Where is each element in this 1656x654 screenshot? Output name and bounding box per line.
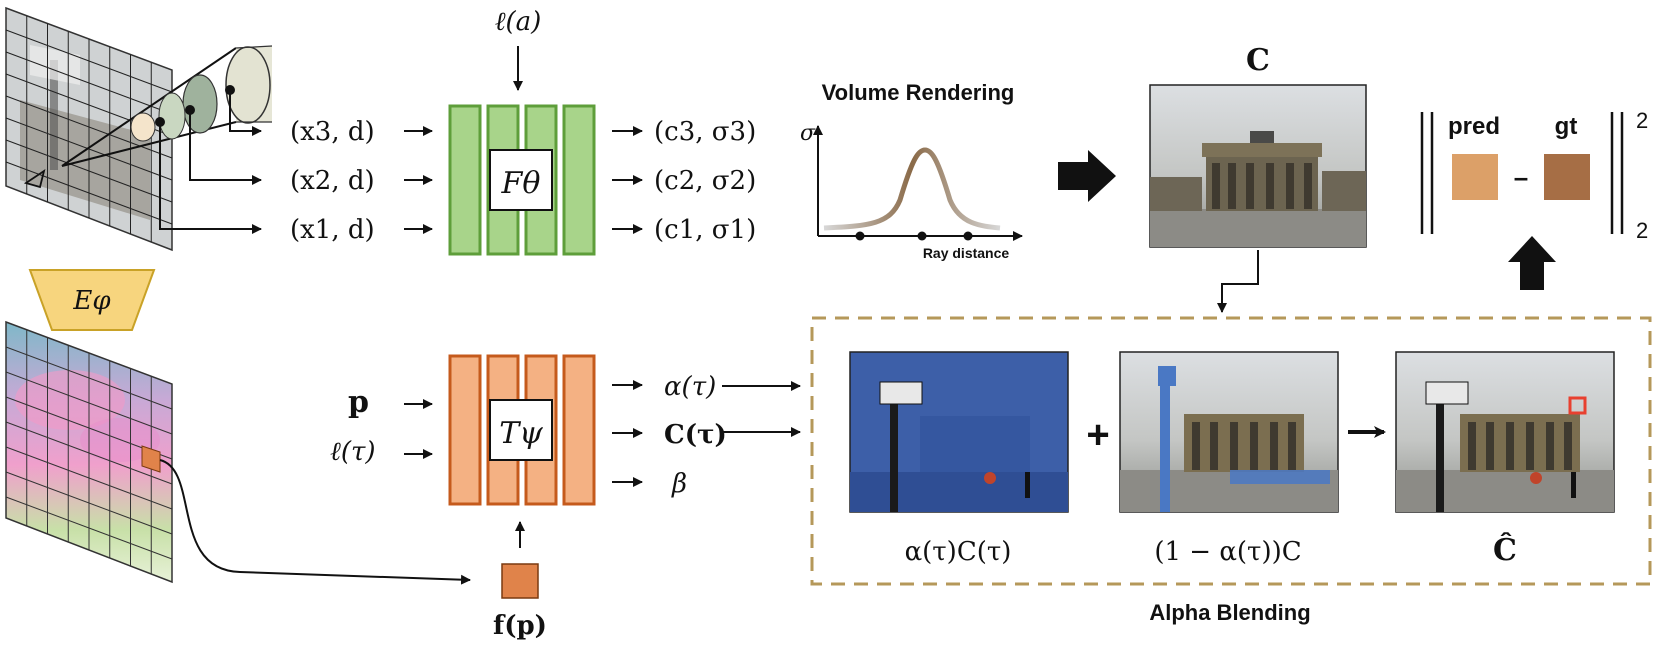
transient-color-output: C(τ)	[664, 420, 727, 450]
input-image-grid	[5, 6, 173, 252]
right-arrow-icon	[1058, 150, 1116, 202]
transient-embedding-input: ℓ(τ)	[330, 437, 376, 467]
T-psi-label: Tψ	[499, 416, 543, 451]
norm-exponent: 2	[1636, 108, 1648, 133]
render-to-blend-arrow	[1217, 250, 1259, 313]
plus-icon: +	[1086, 413, 1109, 457]
transient-network-T-psi: Tψ	[448, 354, 596, 506]
transient-inputs: p ℓ(τ)	[330, 385, 433, 467]
transient-component-image	[849, 351, 1069, 513]
transient-outputs: α(τ) C(τ) β	[612, 372, 801, 499]
frustum-near	[130, 112, 156, 142]
feature-input: f(p)	[493, 521, 547, 641]
appearance-embedding-label: ℓ(a)	[495, 7, 542, 37]
static-outputs: (c3, σ3) (c2, σ2) (c1, σ1)	[612, 117, 756, 245]
feature-map-grid	[5, 320, 471, 585]
static-component-image	[1119, 351, 1339, 513]
volume-rendering-title: Volume Rendering	[822, 80, 1015, 105]
frustum-mid2	[158, 92, 186, 140]
alpha-blending-title: Alpha Blending	[1149, 600, 1310, 625]
static-output-3: (c3, σ3)	[654, 117, 756, 147]
static-output-1: (c1, σ1)	[654, 215, 756, 245]
rendered-image-C: C	[1149, 43, 1367, 313]
static-inputs: (x3, d) (x2, d) (x1, d)	[290, 117, 433, 245]
static-input-3: (x3, d)	[290, 117, 375, 147]
encoder-block: Eφ	[28, 269, 156, 331]
feature-lookup-arrow	[159, 459, 471, 585]
feature-swatch	[501, 563, 539, 599]
term2-label: (1 − α(τ))C	[1154, 537, 1301, 567]
norm-subscript: 2	[1636, 218, 1648, 243]
photometric-loss: pred gt – 2 2	[1420, 108, 1648, 243]
frustum-far	[225, 46, 271, 124]
sample-leaders	[155, 85, 262, 234]
gt-swatch	[1544, 154, 1590, 200]
composite-image	[1395, 351, 1615, 513]
alpha-blending-panel: Alpha Blending α(τ)C(τ) +	[810, 316, 1652, 625]
pixel-input: p	[348, 385, 369, 420]
result-label: Ĉ	[1493, 532, 1517, 568]
up-arrow-icon	[1508, 236, 1556, 290]
gt-label: gt	[1555, 113, 1578, 140]
static-output-2: (c2, σ2)	[654, 166, 756, 196]
encoder-label: Eφ	[72, 286, 111, 316]
render-label: C	[1246, 43, 1270, 78]
pred-label: pred	[1448, 113, 1500, 140]
minus-sign: –	[1514, 162, 1528, 192]
camera-icon	[23, 168, 46, 189]
term1-label: α(τ)C(τ)	[905, 537, 1012, 567]
volume-rendering-plot: Volume Rendering σ Ray distance	[800, 80, 1023, 261]
uncertainty-output: β	[671, 469, 687, 499]
density-curve	[823, 147, 1001, 231]
feature-label: f(p)	[493, 611, 547, 641]
ray-distance-label: Ray distance	[923, 245, 1010, 261]
static-input-1: (x1, d)	[290, 215, 375, 245]
frustum-mid	[182, 74, 218, 134]
F-theta-label: Fθ	[501, 166, 541, 201]
transient-alpha-output: α(τ)	[664, 372, 716, 402]
ray-cone	[61, 45, 273, 167]
pixel-highlight	[1568, 396, 1587, 415]
pred-swatch	[1452, 154, 1498, 200]
static-network-F-theta: Fθ	[448, 104, 596, 256]
sigma-axis-label: σ	[800, 121, 816, 146]
appearance-embedding: ℓ(a)	[495, 7, 542, 91]
static-input-2: (x2, d)	[290, 166, 375, 196]
feature-cell-highlight	[141, 445, 161, 473]
